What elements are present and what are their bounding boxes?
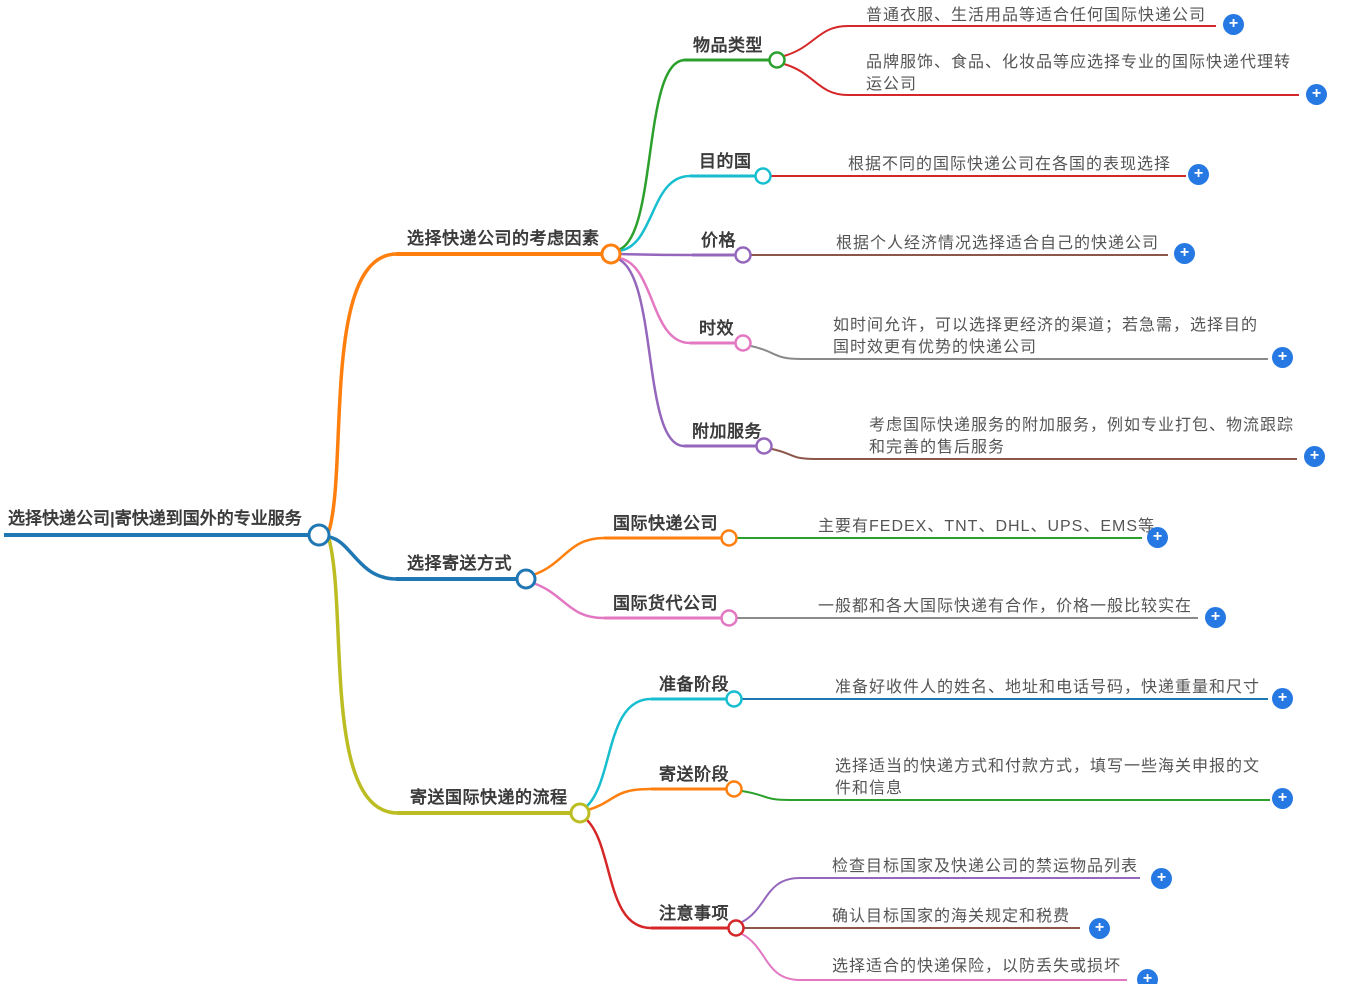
node-value-added[interactable]: 附加服务	[692, 422, 762, 441]
node-anchor-timeliness[interactable]	[734, 334, 752, 352]
plus-icon: +	[1228, 14, 1239, 32]
node-anchor-shipping-method[interactable]	[515, 568, 537, 590]
leaf-note[interactable]: 一般都和各大国际快递有合作，价格一般比较实在	[818, 598, 1193, 615]
node-anchor-destination[interactable]	[754, 167, 772, 185]
node-anchor-intl-express[interactable]	[720, 529, 738, 547]
node-intl-forwarder[interactable]: 国际货代公司	[613, 594, 718, 613]
leaf-note[interactable]: 检查目标国家及快递公司的禁运物品列表	[832, 858, 1139, 875]
add-node-button[interactable]: +	[1306, 84, 1327, 105]
node-anchor-considerations[interactable]	[600, 243, 622, 265]
node-shipping-process[interactable]: 寄送国际快递的流程	[410, 788, 568, 807]
add-node-button[interactable]: +	[1174, 243, 1195, 264]
node-anchor-intl-forwarder[interactable]	[720, 609, 738, 627]
leaf-note[interactable]: 如时间允许，可以选择更经济的渠道；若急需，选择目的国时效更有优势的快递公司	[833, 317, 1259, 356]
node-anchor-preparation[interactable]	[725, 690, 743, 708]
add-node-button[interactable]: +	[1188, 164, 1209, 185]
node-timeliness[interactable]: 时效	[699, 319, 734, 338]
add-node-button[interactable]: +	[1272, 347, 1293, 368]
node-preparation[interactable]: 准备阶段	[659, 675, 729, 694]
node-shipping-method[interactable]: 选择寄送方式	[407, 554, 512, 573]
node-anchor-precautions[interactable]	[727, 919, 745, 937]
leaf-note[interactable]: 根据个人经济情况选择适合自己的快递公司	[836, 235, 1160, 252]
add-node-button[interactable]: +	[1089, 918, 1110, 939]
add-node-button[interactable]: +	[1223, 14, 1244, 35]
plus-icon: +	[1179, 243, 1190, 261]
branch-connectors	[4, 58, 769, 930]
add-node-button[interactable]: +	[1137, 969, 1158, 984]
plus-icon: +	[1311, 84, 1322, 102]
node-anchor-sending[interactable]	[725, 780, 743, 798]
add-node-button[interactable]: +	[1147, 527, 1168, 548]
node-anchor-value-added[interactable]	[755, 437, 773, 455]
add-node-button[interactable]: +	[1205, 607, 1226, 628]
leaf-connectors	[737, 25, 1299, 981]
node-anchor-price[interactable]	[734, 246, 752, 264]
leaf-note[interactable]: 考虑国际快递服务的附加服务，例如专业打包、物流跟踪和完善的售后服务	[869, 417, 1295, 456]
node-anchor-item-type[interactable]	[768, 51, 786, 69]
plus-icon: +	[1193, 164, 1204, 182]
leaf-note[interactable]: 主要有FEDEX、TNT、DHL、UPS、EMS等	[818, 518, 1156, 535]
plus-icon: +	[1210, 607, 1221, 625]
plus-icon: +	[1277, 688, 1288, 706]
leaf-note[interactable]: 选择适当的快递方式和付款方式，填写一些海关申报的文件和信息	[835, 758, 1261, 797]
leaf-note[interactable]: 选择适合的快递保险，以防丢失或损坏	[832, 958, 1122, 975]
leaf-note[interactable]: 品牌服饰、食品、化妆品等应选择专业的国际快递代理转运公司	[866, 54, 1292, 93]
node-precautions[interactable]: 注意事项	[659, 904, 729, 923]
leaf-note[interactable]: 确认目标国家的海关规定和税费	[832, 908, 1071, 925]
node-price[interactable]: 价格	[701, 231, 736, 250]
leaf-note[interactable]: 根据不同的国际快递公司在各国的表现选择	[848, 156, 1172, 173]
plus-icon: +	[1094, 918, 1105, 936]
node-anchors	[307, 51, 786, 937]
node-anchor-shipping-process[interactable]	[569, 802, 591, 824]
leaf-note[interactable]: 普通衣服、生活用品等适合任何国际快递公司	[866, 7, 1207, 24]
plus-icon: +	[1152, 527, 1163, 545]
leaf-note[interactable]: 准备好收件人的姓名、地址和电话号码，快递重量和尺寸	[835, 679, 1261, 696]
plus-icon: +	[1156, 868, 1167, 886]
add-node-button[interactable]: +	[1272, 788, 1293, 809]
plus-icon: +	[1142, 969, 1153, 984]
add-node-button[interactable]: +	[1151, 868, 1172, 889]
node-anchor-root[interactable]	[307, 523, 331, 547]
plus-icon: +	[1309, 446, 1320, 464]
node-sending[interactable]: 寄送阶段	[659, 765, 729, 784]
node-item-type[interactable]: 物品类型	[693, 36, 763, 55]
node-root[interactable]: 选择快递公司|寄快递到国外的专业服务	[8, 509, 302, 528]
node-intl-express[interactable]: 国际快递公司	[613, 514, 718, 533]
plus-icon: +	[1277, 788, 1288, 806]
node-considerations[interactable]: 选择快递公司的考虑因素	[407, 229, 600, 248]
add-node-button[interactable]: +	[1272, 688, 1293, 709]
add-node-button[interactable]: +	[1304, 446, 1325, 467]
node-destination[interactable]: 目的国	[699, 152, 752, 171]
plus-icon: +	[1277, 347, 1288, 365]
